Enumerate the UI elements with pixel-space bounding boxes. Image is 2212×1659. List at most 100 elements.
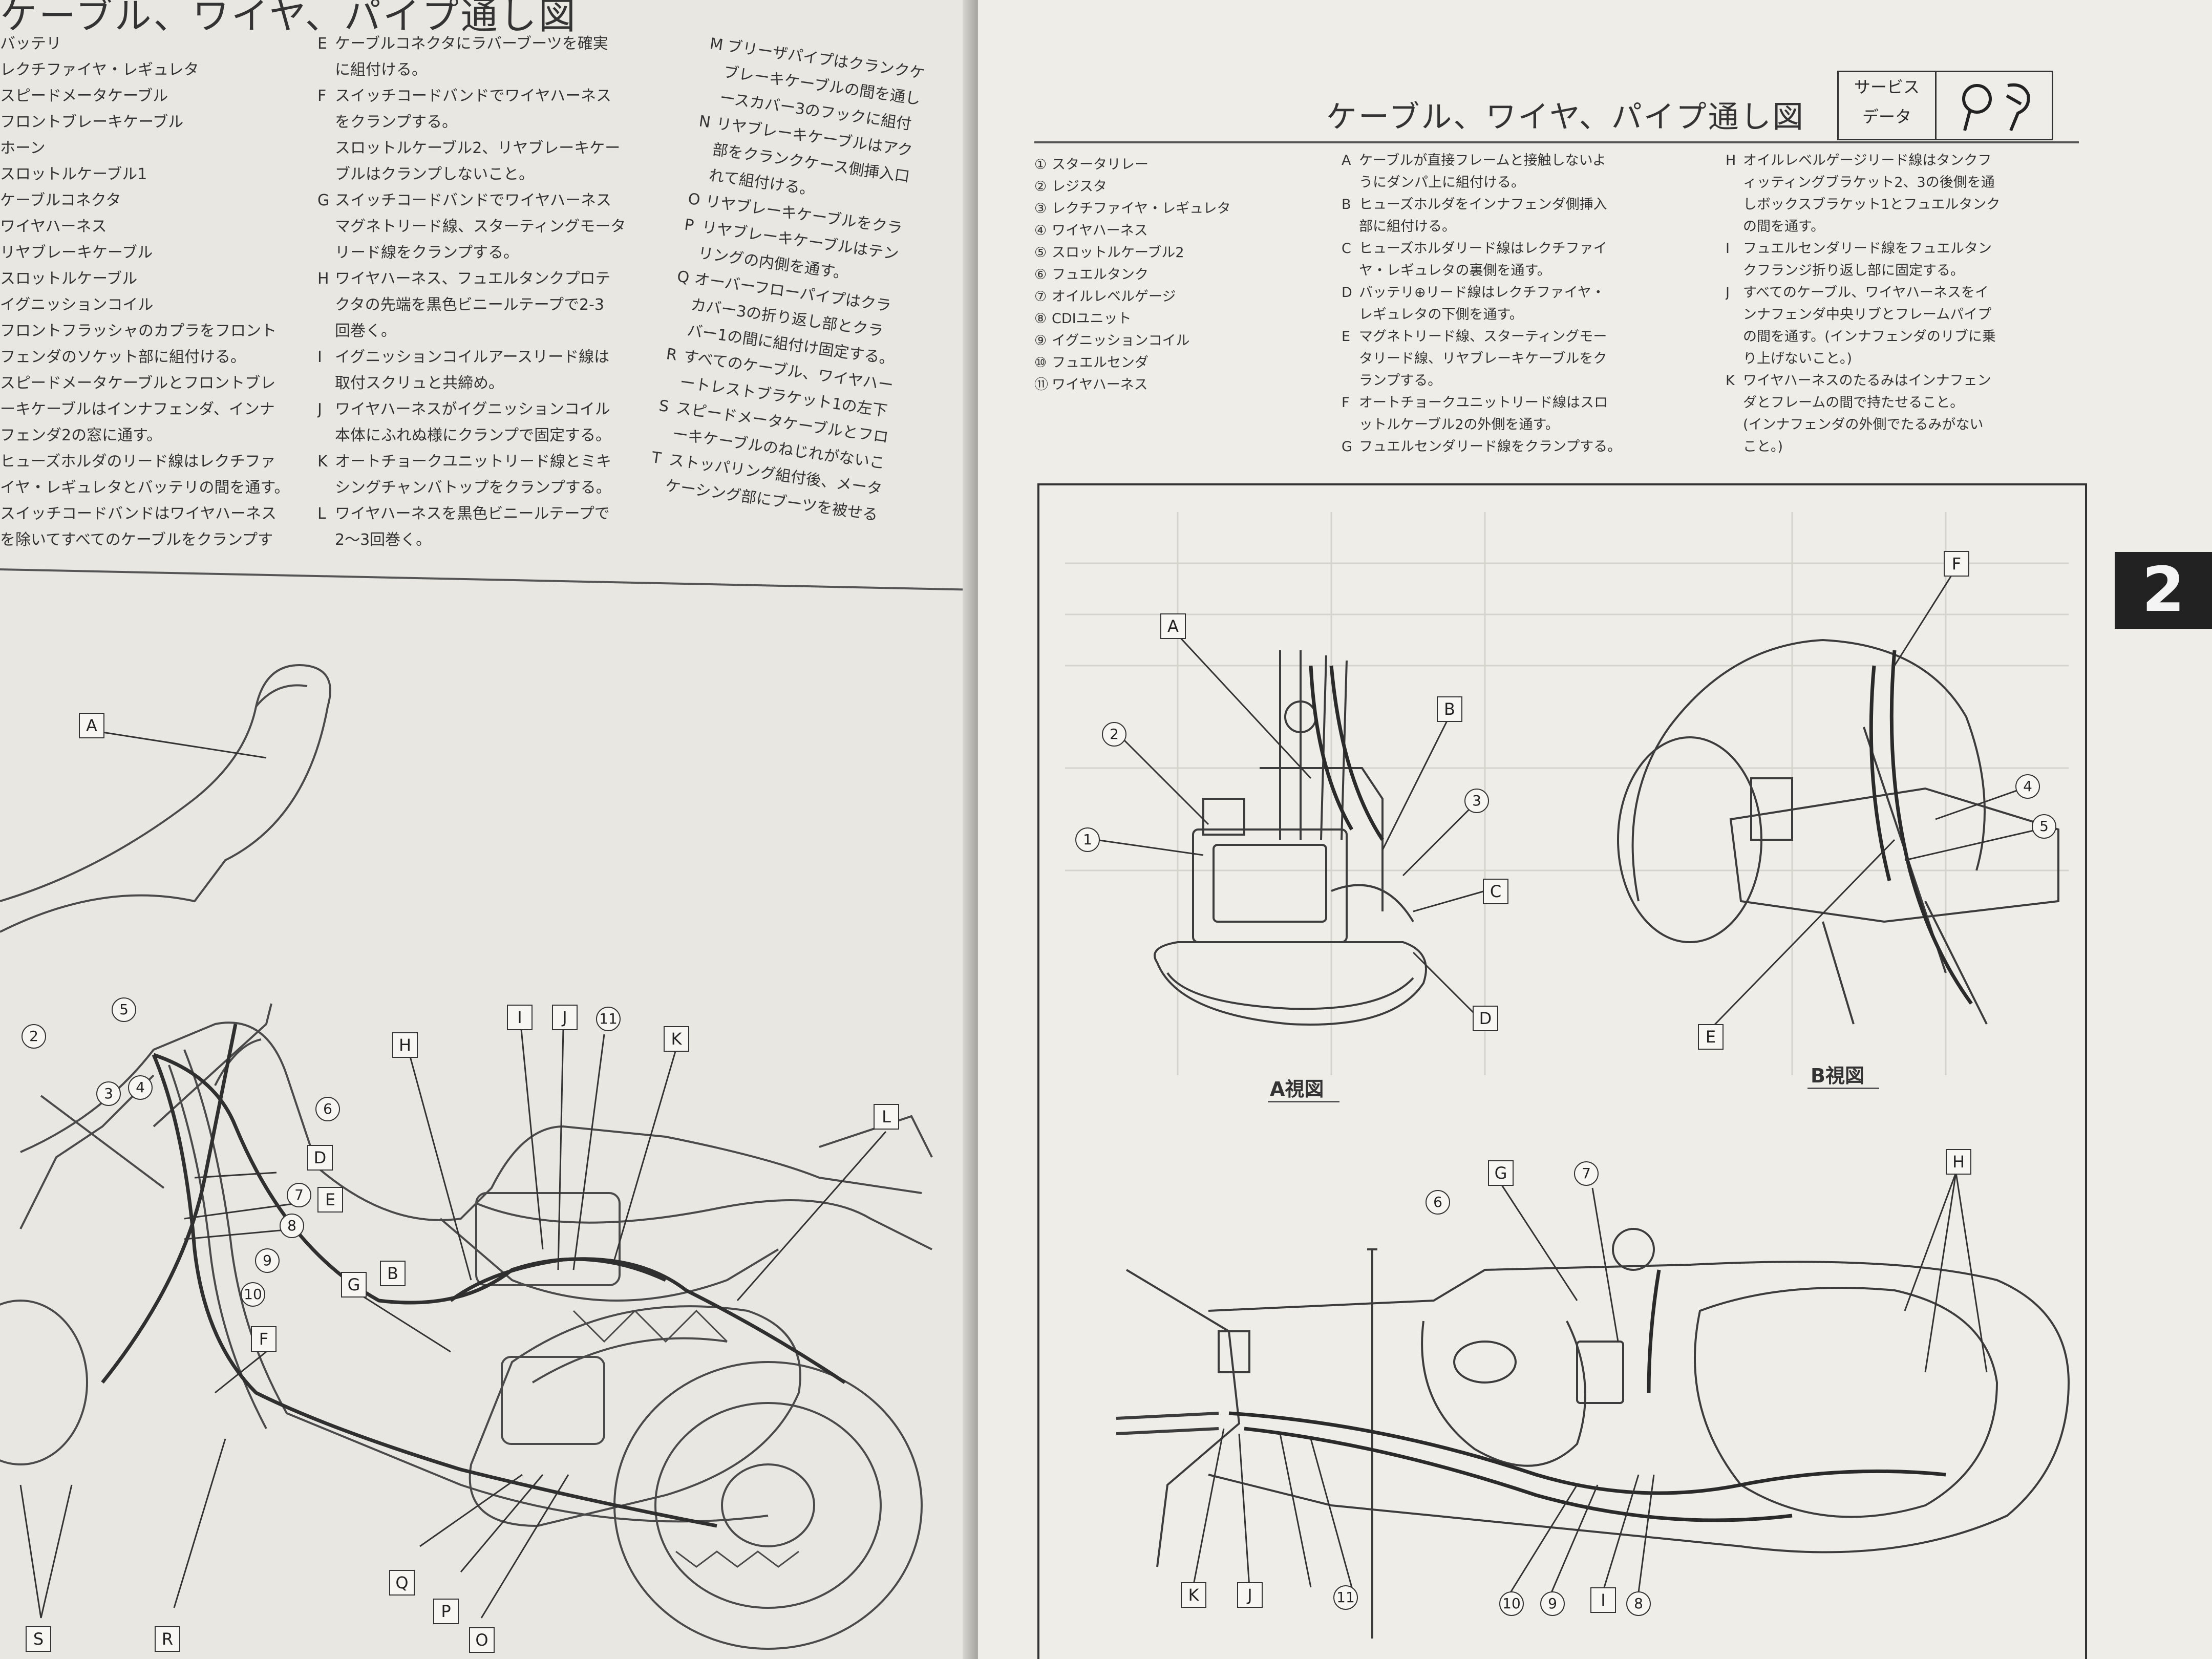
note-text: レギュレタの下側を通す。 (1359, 307, 1523, 323)
left-label-h: H (392, 1032, 418, 1058)
note-text: スロットルケーブル2、リヤブレーキケー (335, 139, 621, 157)
service-data-label: サービス データ (1839, 72, 1937, 139)
left-legend-line: スイッチコードバンドはワイヤハーネス (0, 505, 276, 523)
left-page: ケーブル、ワイヤ、パイプ通し図 バッテリレクチファイヤ・レギュレタスピードメータ… (0, 0, 973, 1659)
note-text: ブルはクランプしないこと。 (335, 165, 535, 183)
left-legend-line: ヒューズホルダのリード線はレクチファ (0, 453, 276, 471)
left-legend-line: スピードメータケーブル (0, 87, 168, 105)
left-notes-mid-line: ブルはクランプしないこと。 (317, 161, 707, 187)
left-num-7: 7 (287, 1183, 311, 1207)
right-notes-b-line: H オイルレベルゲージリード線はタンクフ (1726, 150, 2094, 172)
view-a-caption: A視図 (1270, 1078, 1324, 1100)
right-page (978, 0, 2212, 1659)
right-num-4: 4 (2015, 774, 2040, 799)
left-num-2: 2 (22, 1024, 46, 1049)
note-text: スイッチコードバンドでワイヤハーネス (335, 87, 611, 105)
right-num-7: 7 (1574, 1161, 1599, 1186)
right-notes-b-line: J すべてのケーブル、ワイヤハーネスをイ (1726, 282, 2094, 304)
chapter-tab: 2 (2115, 552, 2212, 629)
note-text: スイッチコードバンドでワイヤハーネス (335, 192, 611, 209)
left-legend-line: を除いてすべてのケーブルをクランプす (0, 531, 273, 549)
right-num-5: 5 (2032, 814, 2056, 839)
right-num-10: 10 (1499, 1591, 1524, 1616)
view-a-underline (1268, 1101, 1339, 1102)
note-text: レクチファイヤ・レギュレタ (1052, 201, 1231, 217)
note-key: F (317, 87, 327, 105)
left-label-s: S (26, 1626, 51, 1652)
note-key: ⑥ (1034, 267, 1047, 283)
right-header-rule (1034, 141, 2079, 143)
note-text: ィッティングブラケット2、3の後側を通 (1743, 175, 1995, 190)
note-text: すべてのケーブル、ワイヤハーネスをイ (1743, 285, 1989, 301)
right-notes-a-line: D バッテリ⊕リード線はレクチファイヤ・ (1342, 282, 1710, 304)
note-text: 回巻く。 (335, 322, 396, 340)
note-text: をクランプする。 (335, 113, 458, 131)
note-text: の間を通す。(インナフェンダのリブに乗 (1743, 329, 1996, 345)
note-text: り上げないこと。) (1743, 351, 1853, 367)
left-legend-line: ホーン (0, 139, 46, 157)
left-page-title: ケーブル、ワイヤ、パイプ通し図 (0, 0, 578, 37)
note-text: ワイヤハーネス (1052, 377, 1148, 393)
note-text: に組付ける。 (335, 61, 427, 79)
figure-frame (1037, 483, 2087, 1659)
right-notes-b-line: クフランジ折り返し部に固定する。 (1726, 260, 2094, 282)
note-key: I (317, 348, 322, 366)
note-key: E (317, 35, 327, 53)
service-data-line1: サービス (1854, 77, 1920, 97)
note-key: ⑦ (1034, 289, 1047, 305)
note-text: ケーブルが直接フレームと接触しないよ (1359, 153, 1607, 168)
left-label-e: E (317, 1187, 343, 1213)
note-key: H (1726, 153, 1736, 168)
note-text: レジスタ (1052, 179, 1107, 195)
note-text: オートチョークユニットリード線はスロ (1359, 395, 1608, 411)
note-text: ヒューズホルダリード線はレクチファイ (1359, 241, 1607, 257)
note-text: バッテリ⊕リード線はレクチファイヤ・ (1359, 285, 1605, 301)
left-label-p: P (433, 1599, 459, 1624)
right-notes-b-line: (インナフェンダの外側でたるみがない (1726, 414, 2094, 436)
note-key: D (1342, 285, 1352, 301)
left-notes-mid-line: マグネトリード線、スターティングモータ (317, 214, 707, 240)
note-key: ⑪ (1034, 377, 1048, 393)
right-notes-b-line: ンナフェンダ中央リブとフレームパイプ (1726, 304, 2094, 326)
note-text: オートチョークユニットリード線とミキ (335, 453, 611, 471)
left-label-k: K (664, 1026, 689, 1052)
left-legend-line: フェンダのソケット部に組付ける。 (0, 348, 246, 366)
left-legend-line: フェンダ2の窓に通す。 (0, 427, 162, 444)
right-notes-a-line: 部に組付ける。 (1342, 216, 1710, 238)
note-text: CDIユニット (1052, 311, 1132, 327)
right-num-9: 9 (1540, 1591, 1565, 1616)
left-notes-mid-line: に組付ける。 (317, 57, 707, 83)
note-key: L (317, 505, 326, 523)
note-key: J (1726, 285, 1730, 301)
note-text: 本体にふれぬ様にクランプで固定する。 (335, 427, 611, 444)
note-text: オイルレベルゲージリード線はタンクフ (1743, 153, 1992, 168)
right-notes-b-line: ダとフレームの間で持たせること。 (1726, 392, 2094, 414)
note-text: マグネトリード線、スターティングモー (1359, 329, 1607, 345)
left-legend-line: ワイヤハーネス (0, 218, 107, 236)
left-label-q: Q (389, 1570, 415, 1596)
note-text: クフランジ折り返し部に固定する。 (1743, 263, 1964, 279)
note-key: ⑩ (1034, 355, 1047, 371)
note-text: ンナフェンダ中央リブとフレームパイプ (1743, 307, 1992, 323)
left-notes-mid-line: リード線をクランプする。 (317, 240, 707, 266)
note-key: G (1342, 439, 1352, 455)
left-legend-line: イヤ・レギュレタとバッテリの間を通す。 (0, 479, 290, 497)
left-label-r: R (155, 1626, 180, 1652)
left-label-b: B (380, 1261, 406, 1286)
left-legend-line: レクチファイヤ・レギュレタ (0, 61, 199, 79)
